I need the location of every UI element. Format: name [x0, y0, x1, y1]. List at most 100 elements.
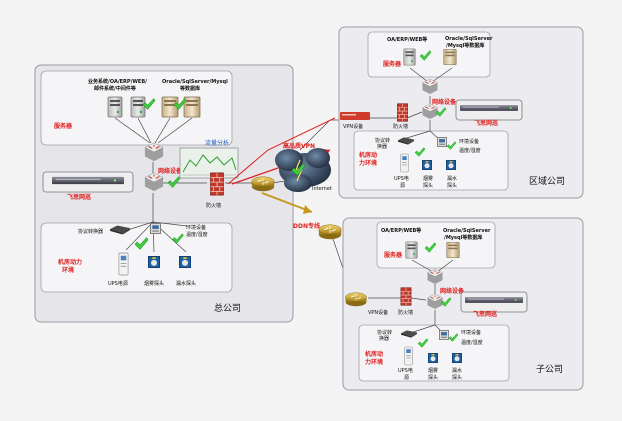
sub-protocol-label-2: 换器: [379, 335, 389, 342]
region-network-label: 网络设备: [432, 98, 457, 106]
region-env-device-2: 温度/湿度: [459, 147, 481, 154]
region-env-title-1: 机房动: [359, 151, 377, 159]
region-section: OA/ERP/WEB等 Oracle/SqlServer /Mysql等数据库 …: [338, 26, 584, 199]
water-probe-icon: [452, 353, 462, 363]
region-protocol-label-1: 协议转: [375, 137, 390, 144]
sub-protocol-label-1: 协议转: [377, 329, 392, 336]
smoke-probe-icon: [422, 160, 432, 170]
region-ups-label-2: 源: [400, 182, 405, 189]
database-server-icon: [443, 48, 457, 66]
env-sensor-icon: [150, 223, 161, 234]
hq-traffic-label: 流量分析: [205, 139, 229, 147]
sub-monitor-label: 飞思网巡: [473, 310, 497, 318]
app-server-icon: [107, 96, 123, 118]
sub-db-label-2: /Mysql等数据库: [444, 234, 482, 241]
region-db-label-2: /Mysql等数据库: [446, 42, 484, 49]
region-water-label-1: 漏水: [447, 175, 457, 182]
sub-servers-label: 服务器: [384, 251, 403, 259]
region-db-label-1: Oracle/SqlServer: [445, 36, 493, 42]
vpn-link-line: [227, 117, 336, 185]
ddn-label: DDN专线: [293, 222, 320, 230]
hq-protocol-label: 协议转换器: [78, 228, 103, 235]
wan-section: Internet 高品质VPN DDN专线: [227, 117, 400, 299]
region-smoke-label-1: 烟雾: [423, 175, 433, 182]
sub-smoke-label-2: 探头: [428, 374, 438, 381]
hq-ups-label: UPS电源: [108, 280, 128, 287]
hq-env-title-2: 环境: [62, 266, 74, 274]
sub-firewall-label: 防火墙: [398, 309, 413, 316]
sub-title: 子公司: [536, 364, 563, 375]
hq-env-zone: [40, 222, 233, 293]
region-vpn-device-label: VPN设备: [343, 123, 363, 130]
app-server-icon: [403, 48, 416, 66]
sub-ups-label-2: 源: [404, 374, 409, 381]
monitor-appliance-icon: [52, 176, 124, 185]
region-firewall-label: 防火墙: [393, 123, 408, 130]
region-apps-label: OA/ERP/WEB等: [387, 36, 427, 43]
hq-apps-label-2: 邮件系统/中间件等: [94, 85, 136, 92]
hq-water-label: 漏水探头: [176, 280, 196, 287]
internet-label: Internet: [312, 186, 332, 192]
water-probe-icon: [179, 256, 191, 268]
region-servers-label: 服务器: [383, 60, 402, 68]
hq-db-label-1: Oracle/SqlServer/Mysql: [162, 79, 228, 85]
sub-vpn-device-label: VPN设备: [368, 309, 388, 316]
sub-env-device-1: 环境设备: [461, 329, 481, 336]
monitor-appliance-icon: [465, 297, 523, 303]
hq-db-label-2: 等数据库: [180, 85, 200, 92]
app-server-icon: [130, 96, 146, 118]
hq-env-device-2: 温度/湿度: [186, 231, 208, 238]
hq-title: 总公司: [214, 302, 241, 314]
database-server-icon: [183, 96, 201, 118]
region-vpn-device-icon: [340, 112, 370, 120]
monitor-appliance-icon: [460, 105, 518, 111]
ddn-arrow: [261, 192, 313, 213]
sub-section: OA/ERP/WEB等 Oracle/SqlServer /Mysql等数据库 …: [342, 217, 584, 391]
sub-vpn-device-icon: [345, 292, 367, 307]
hq-links: [114, 117, 258, 253]
database-server-icon: [446, 241, 460, 259]
sub-network-label: 网络设备: [440, 287, 465, 295]
hq-monitor-label: 飞思网巡: [67, 193, 91, 201]
hq-env-device-1: 环境设备: [186, 224, 206, 231]
ddn-arrowhead: [303, 205, 312, 214]
wan-router-icon: [251, 176, 275, 192]
smoke-probe-icon: [148, 256, 160, 268]
region-water-label-2: 探头: [447, 182, 457, 189]
hq-smoke-label: 烟雾探头: [144, 280, 164, 287]
sub-env-device-2: 温度/湿度: [461, 339, 483, 346]
hq-network-label: 网络设备: [158, 167, 183, 175]
sub-env-title-2: 力环境: [365, 358, 383, 366]
sub-firewall-icon: [400, 287, 412, 306]
region-smoke-label-2: 探头: [423, 182, 433, 189]
sub-db-label-1: Oracle/SqlServer: [443, 228, 491, 234]
region-ups-label-1: UPS电: [394, 175, 409, 182]
smoke-probe-icon: [428, 353, 438, 363]
ups-icon: [400, 153, 409, 173]
env-sensor-icon: [437, 137, 447, 147]
sub-smoke-label-1: 烟雾: [428, 367, 438, 374]
traffic-analysis-screen: [179, 147, 239, 179]
hq-apps-label-1: 业务系统/OA/ERP/WEB/: [88, 78, 147, 85]
ups-icon: [404, 346, 413, 366]
ups-icon: [118, 252, 129, 276]
sub-water-label-2: 探头: [452, 374, 462, 381]
region-env-device-1: 环境设备: [459, 138, 479, 145]
sub-apps-label: OA/ERP/WEB等: [381, 227, 421, 234]
app-server-icon: [405, 241, 418, 259]
sub-water-label-1: 漏水: [452, 367, 462, 374]
region-protocol-label-2: 换器: [377, 143, 387, 150]
region-monitor-label: 飞思网巡: [474, 119, 498, 127]
hq-firewall-label: 防火墙: [206, 202, 221, 209]
hq-firewall-icon: [210, 172, 224, 196]
region-env-title-2: 力环境: [359, 159, 377, 167]
vpn-label: 高品质VPN: [283, 142, 315, 150]
env-sensor-icon: [439, 330, 449, 340]
hq-env-title-1: 机房动力: [58, 258, 82, 266]
hq-servers-label: 服务器: [54, 122, 73, 130]
water-probe-icon: [446, 160, 456, 170]
database-server-icon: [161, 96, 179, 118]
sub-ups-label-1: UPS电: [398, 367, 413, 374]
